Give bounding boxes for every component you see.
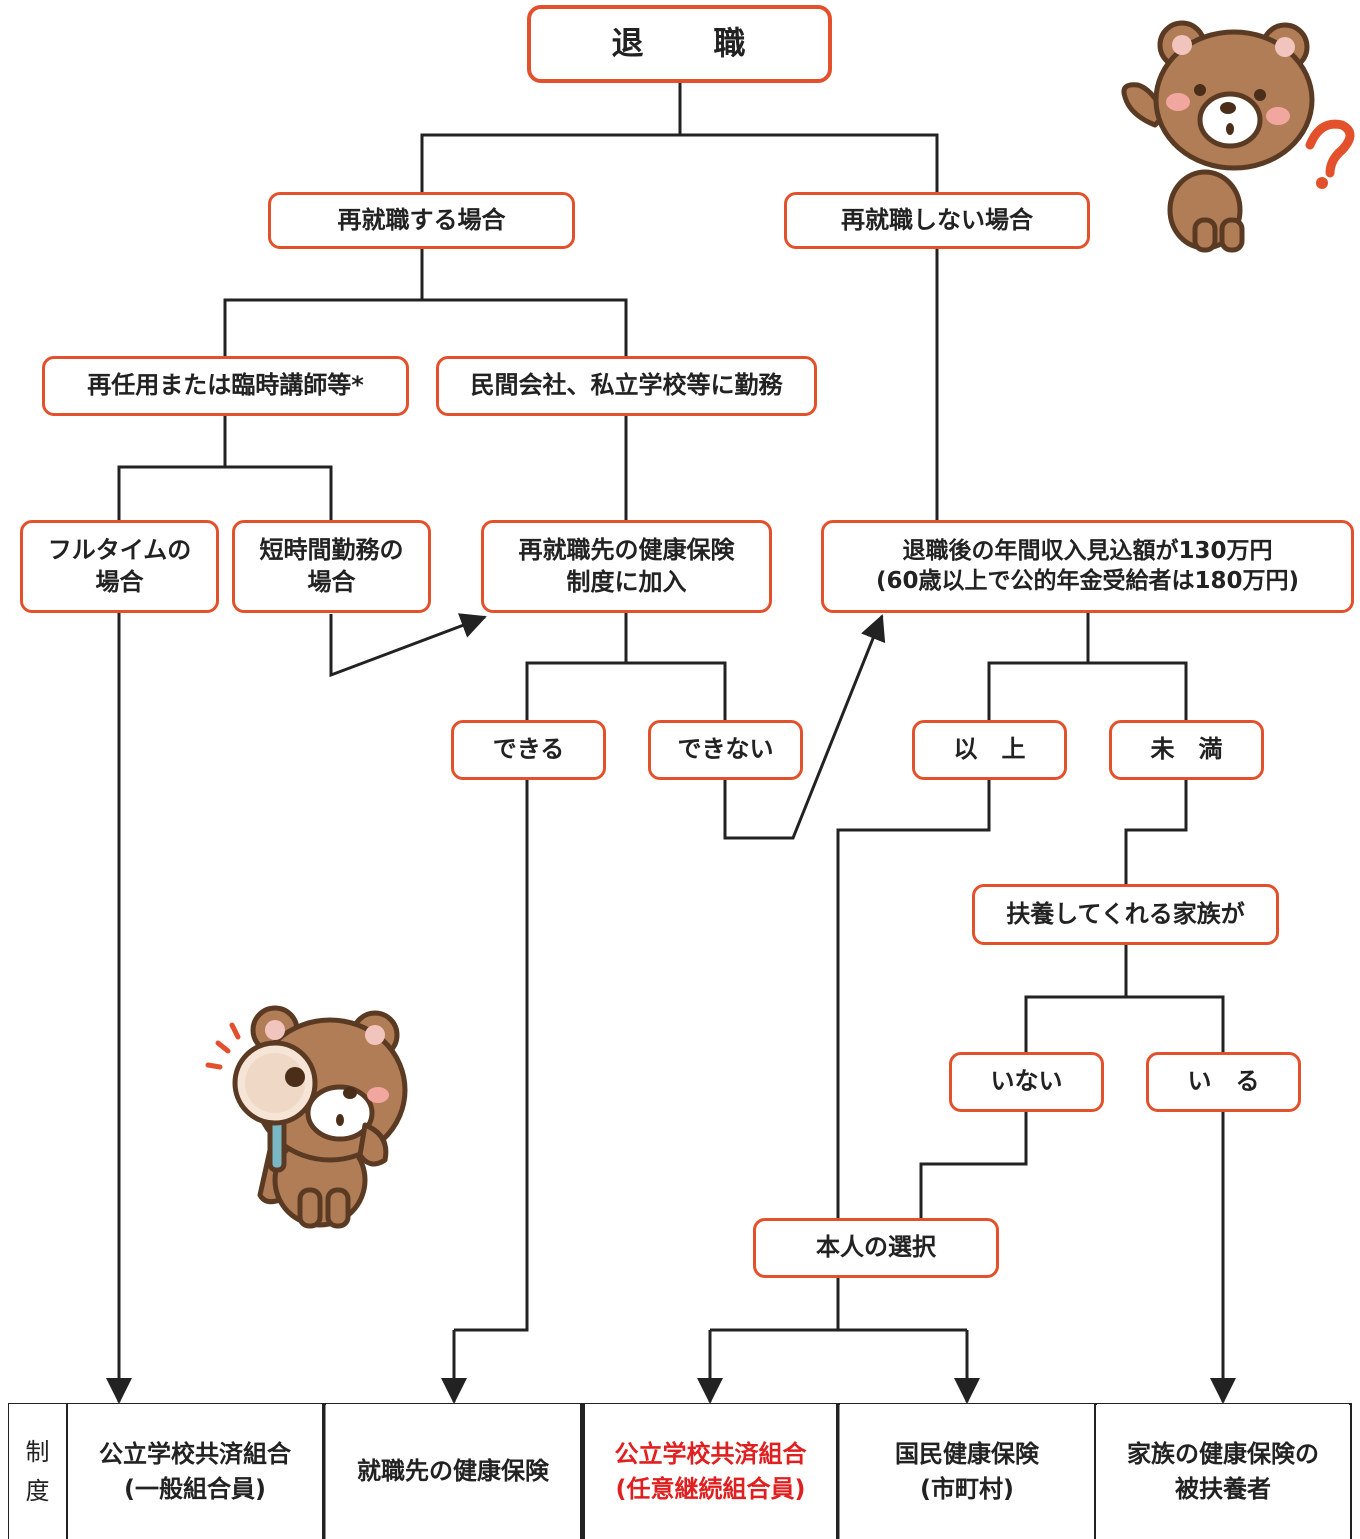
system-header-char-1: 制 xyxy=(25,1438,50,1467)
thinking-bear-icon xyxy=(1121,20,1355,253)
national-health-insurance-cell: 国民健康保険 (市町村) xyxy=(840,1404,1094,1539)
no-reemploy-node: 再就職しない場合 xyxy=(784,192,1090,249)
fulltime-node: フルタイムの 場合 xyxy=(20,520,219,613)
system-header: 制 度 xyxy=(9,1404,66,1539)
reemploy-node: 再就職する場合 xyxy=(268,192,575,249)
cannot-node: できない xyxy=(648,720,803,780)
mutual-aid-voluntary-cell: 公立学校共済組合 (任意継続組合員) xyxy=(585,1404,836,1539)
join-employer-insurance-node: 再就職先の健康保険 制度に加入 xyxy=(481,520,772,613)
family-support-node: 扶養してくれる家族が xyxy=(972,884,1279,945)
below-node: 未 満 xyxy=(1109,720,1264,780)
no-family-node: いない xyxy=(949,1052,1104,1112)
self-choice-node: 本人の選択 xyxy=(753,1218,999,1278)
reappoint-node: 再任用または臨時講師等* xyxy=(42,356,409,416)
has-family-node: い る xyxy=(1146,1052,1301,1112)
retire-node: 退 職 xyxy=(527,5,832,83)
mutual-aid-general-cell: 公立学校共済組合 (一般組合員) xyxy=(68,1404,322,1539)
employer-insurance-cell: 就職先の健康保険 xyxy=(326,1404,580,1539)
system-header-char-2: 度 xyxy=(25,1476,50,1505)
shorttime-node: 短時間勤務の 場合 xyxy=(232,520,431,613)
above-node: 以 上 xyxy=(912,720,1067,780)
magnifier-bear-icon xyxy=(205,1005,408,1229)
family-dependent-cell: 家族の健康保険の 被扶養者 xyxy=(1097,1404,1349,1539)
income-threshold-node: 退職後の年間収入見込額が130万円 (60歳以上で公的年金受給者は180万円) xyxy=(821,520,1354,613)
private-company-node: 民間会社、私立学校等に勤務 xyxy=(436,356,817,416)
can-node: できる xyxy=(451,720,606,780)
